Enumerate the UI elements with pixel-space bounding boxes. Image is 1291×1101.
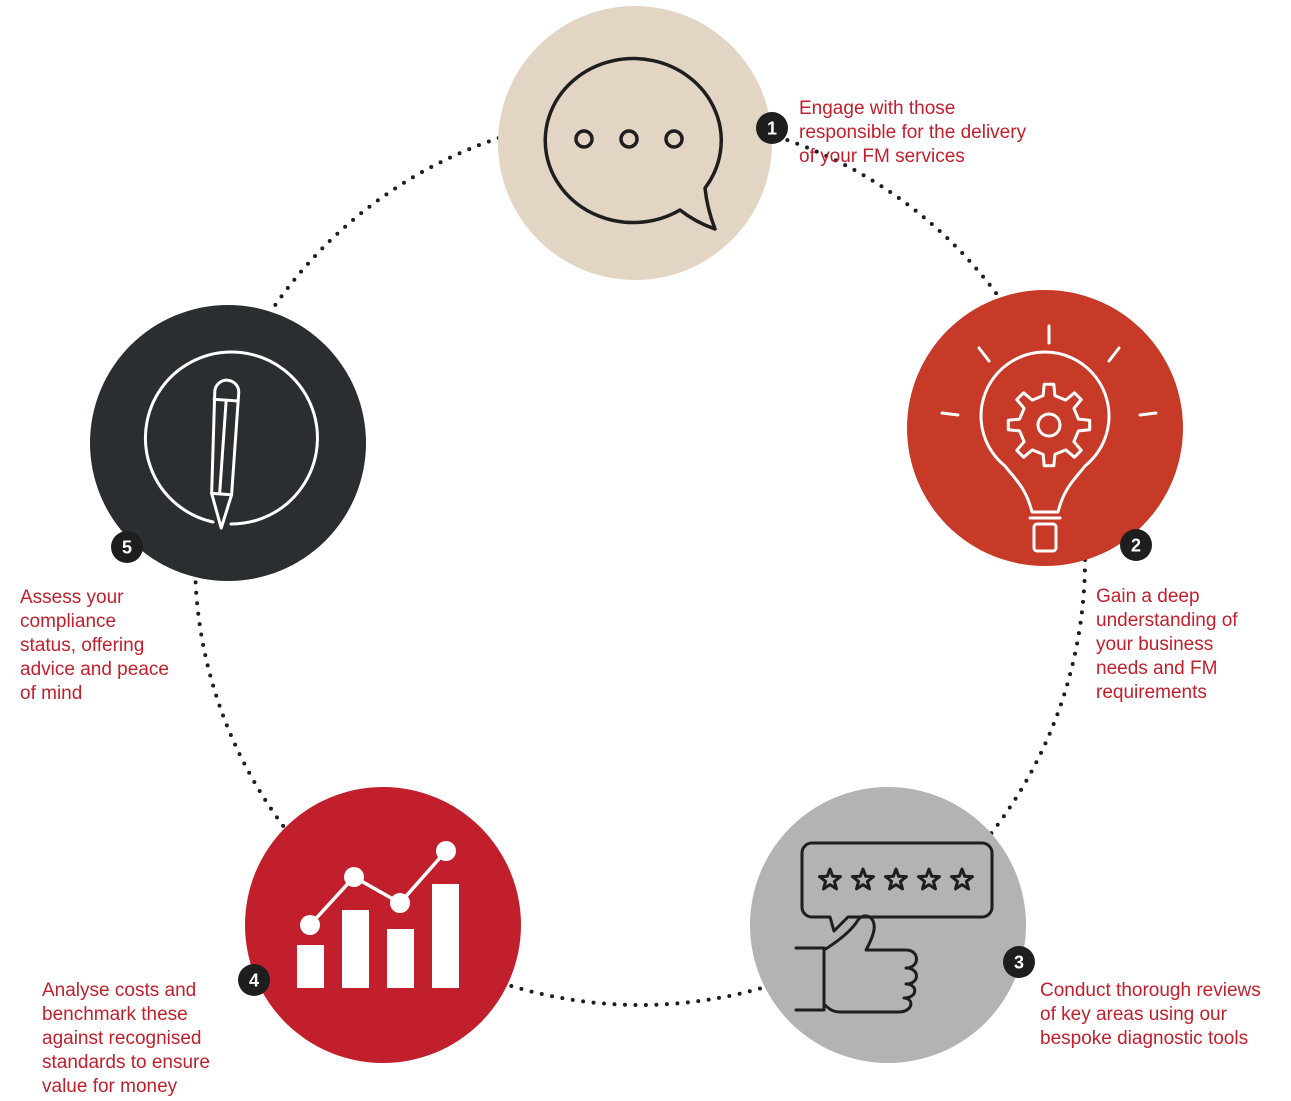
step-4-caption: Analyse costs and benchmark these agains… (42, 980, 210, 1097)
step-5-node: 5 (90, 305, 366, 581)
step-3-badge (1003, 946, 1035, 978)
step-2-badge (1120, 529, 1152, 561)
lightbulb-gear-icon (940, 324, 1158, 553)
star-icon (917, 867, 941, 891)
pencil-icon (143, 350, 319, 530)
star-icon (884, 867, 908, 891)
step-3-node: 3 (750, 787, 1035, 1063)
step-4-number: 4 (249, 971, 259, 991)
step-1-node: 1 (498, 6, 788, 280)
step-2-caption: Gain a deep understanding of your busine… (1096, 586, 1238, 703)
step-4-circle (245, 787, 521, 1063)
star-icon (818, 867, 842, 891)
star-icon (851, 867, 875, 891)
speech-bubble-icon (543, 56, 723, 231)
step-5-caption: Assess your compliance status, offering … (20, 587, 169, 704)
thumbs-up-rating-icon (794, 841, 994, 1014)
step-3-circle (750, 787, 1026, 1063)
step-5-circle (90, 305, 366, 581)
step-5-badge (111, 531, 143, 563)
step-1-number: 1 (767, 119, 777, 139)
star-icon (950, 867, 974, 891)
step-3-caption: Conduct thorough reviews of key areas us… (1040, 980, 1261, 1049)
rating-stars (818, 867, 974, 891)
step-2-circle (907, 290, 1183, 566)
step-5-number: 5 (122, 538, 132, 558)
step-2-number: 2 (1131, 536, 1141, 556)
step-4-node: 4 (238, 787, 521, 1063)
step-1-caption: Engage with those responsible for the de… (799, 98, 1027, 167)
step-4-badge (238, 964, 270, 996)
step-3-number: 3 (1014, 953, 1024, 973)
step-1-badge (756, 112, 788, 144)
bar-chart-growth-icon (297, 841, 459, 988)
step-2-node: 2 (907, 290, 1183, 566)
